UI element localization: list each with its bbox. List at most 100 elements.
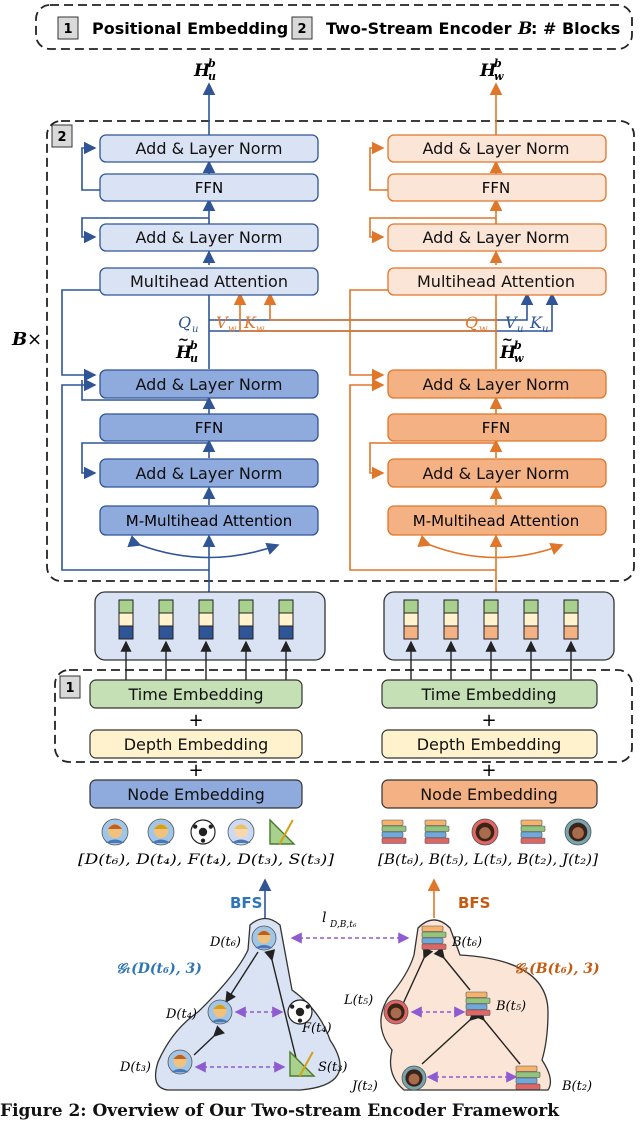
- right-depth-embedding-label: Depth Embedding: [417, 735, 562, 754]
- token-cell: [158, 599, 174, 614]
- avatar-icon: [251, 925, 277, 951]
- left-node-label-4: D(t₃): [119, 1060, 151, 1075]
- right-top-block: Add & Layer Norm FFN Add & Layer Norm Mu…: [387, 134, 607, 296]
- output-left-sub: u: [208, 70, 216, 83]
- avatar-icon: [401, 1065, 427, 1091]
- token-cell: [238, 599, 254, 614]
- left-depth-embedding-label: Depth Embedding: [124, 735, 269, 754]
- output-left: H b u: [193, 57, 216, 83]
- intermediate-right: H ~ b w: [499, 333, 524, 365]
- token-cell: [278, 612, 294, 627]
- left-v-label: V: [216, 313, 229, 332]
- token-cell: [278, 599, 294, 614]
- left-plus-1: +: [188, 710, 203, 731]
- avatar-icon: [207, 999, 233, 1025]
- right-m-multihead-attention-label: M-Multihead Attention: [413, 512, 579, 530]
- legend-badge-1-num: 1: [63, 22, 72, 37]
- left-plus-2: +: [188, 760, 203, 781]
- right-k-label: K: [529, 313, 543, 332]
- left-add-norm-top: [99, 134, 319, 163]
- left-stream-connectors: [61, 82, 559, 592]
- right-node-label-5: B(t₂): [561, 1079, 592, 1094]
- intermediate-left: H ~ b u: [175, 333, 198, 365]
- repeat-times: ×: [27, 329, 42, 350]
- legend-item-1-label: Positional Embedding: [92, 19, 288, 38]
- token-cell: [238, 625, 254, 640]
- left-time-embedding: [89, 679, 303, 709]
- left-sequence: [D(t₆), D(t₄), F(t₄), D(t₃), S(t₃)]: [78, 852, 335, 868]
- token-cell: [523, 625, 539, 640]
- books-icon: [465, 991, 491, 1016]
- right-node-label-3: B(t₅): [495, 999, 526, 1014]
- left-top-block: Add & Layer Norm FFN Add & Layer Norm Mu…: [99, 134, 319, 296]
- token-cell: [198, 625, 214, 640]
- bfs-left-label: BFS: [230, 894, 262, 912]
- token-cell: [443, 625, 459, 640]
- token-cell: [198, 612, 214, 627]
- right-bottom-block: Add & Layer Norm FFN Add & Layer Norm M-…: [387, 369, 607, 536]
- left-q-label: Q: [178, 313, 191, 332]
- right-add-norm-b2: [387, 458, 607, 488]
- token-cell: [443, 599, 459, 614]
- right-depth-embedding: [381, 729, 598, 759]
- bfs-right-label: BFS: [458, 894, 490, 912]
- avatar-icon: [383, 999, 409, 1025]
- token-cell: [403, 612, 419, 627]
- left-m-multihead-attention: [99, 505, 319, 536]
- legend-item-2-label: Two-Stream Encoder: [326, 19, 512, 38]
- token-cell: [483, 625, 499, 640]
- right-ffn-top-label: FFN: [482, 179, 510, 197]
- left-depth-embedding: [89, 729, 303, 759]
- right-embedding-stack: Time Embedding + Depth Embedding + Node …: [381, 679, 598, 809]
- left-node-label-3: F(t₄): [301, 1021, 332, 1036]
- books-icon: [424, 819, 450, 844]
- avatar-icon: [227, 818, 255, 846]
- left-time-embedding-label: Time Embedding: [128, 685, 264, 704]
- left-v-sub: w: [228, 324, 237, 335]
- avatar-icon: [167, 1049, 193, 1075]
- token-cell: [198, 599, 214, 614]
- right-q-label: Q: [465, 313, 478, 332]
- right-add-norm-mid: [387, 223, 607, 252]
- edge-label: l: [322, 910, 326, 926]
- avatar-icon: [471, 818, 499, 846]
- right-add-norm-top-label: Add & Layer Norm: [423, 139, 570, 158]
- token-cell: [563, 599, 579, 614]
- edge-label-sub: D,B,t₆: [329, 920, 357, 930]
- left-ffn-bottom: [99, 413, 319, 442]
- left-k-sub: w: [256, 324, 265, 335]
- legend-box: [35, 4, 633, 50]
- mid-left-symbol: H: [175, 343, 193, 363]
- right-node-label-2: L(t₅): [343, 993, 373, 1008]
- token-cell: [523, 599, 539, 614]
- token-cell: [278, 625, 294, 640]
- mid-right-tilde: ~: [502, 333, 513, 348]
- left-add-norm-b1-label: Add & Layer Norm: [136, 375, 283, 394]
- books-icon: [520, 819, 546, 844]
- encoder-badge-num: 2: [57, 130, 66, 145]
- right-k-sub: u: [542, 324, 548, 335]
- soccer-ball-icon: [287, 999, 313, 1025]
- right-graph: BFS 𝒢ₜ(B(t₆), 3) B(t₆) L(t₅) B(t₅) J(t₂)…: [343, 878, 600, 1094]
- output-left-symbol: H: [193, 61, 211, 81]
- left-add-norm-b2: [99, 458, 319, 488]
- legend-badge-2: [291, 16, 313, 40]
- right-ffn-top: [387, 173, 607, 202]
- right-sequence: [B(t₆), B(t₅), L(t₅), B(t₂), J(t₂)]: [378, 852, 599, 868]
- right-node-embedding-label: Node Embedding: [420, 785, 558, 804]
- embedding-badge-num: 1: [65, 681, 74, 696]
- mid-left-tilde: ~: [178, 333, 189, 348]
- right-v-label: V: [505, 313, 518, 332]
- right-graph-label: 𝒢ₜ(B(t₆), 3): [514, 961, 600, 977]
- left-embedding-stack: Time Embedding + Depth Embedding + Node …: [89, 679, 303, 809]
- token-cell: [443, 612, 459, 627]
- left-q-sub: u: [192, 324, 198, 335]
- right-v-sub: u: [517, 324, 523, 335]
- soccer-ball-icon: [190, 819, 216, 845]
- token-cell: [118, 612, 134, 627]
- left-node-embedding-label: Node Embedding: [127, 785, 265, 804]
- output-left-sup: b: [208, 57, 216, 70]
- mid-left-sup: b: [190, 339, 198, 352]
- right-add-norm-b1-label: Add & Layer Norm: [423, 375, 570, 394]
- right-q-sub: w: [479, 324, 488, 335]
